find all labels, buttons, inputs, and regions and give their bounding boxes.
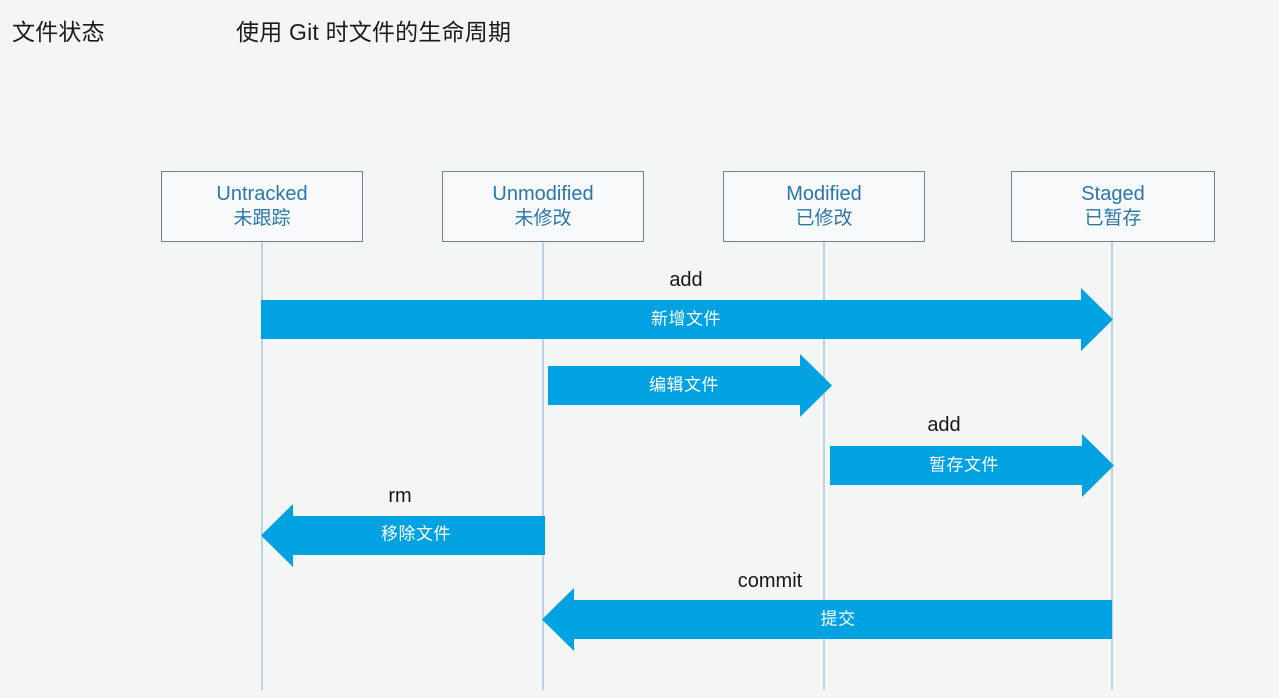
transition-command-add-stage-file: add (927, 414, 961, 436)
transition-command-commit: commit (737, 570, 803, 592)
transition-label-commit: 提交 (820, 609, 856, 629)
file-state-label: 文件状态 (12, 19, 105, 45)
actor-label-zh: 已修改 (795, 208, 853, 229)
actor-label-en: Unmodified (492, 183, 594, 205)
transition-arrow-add-new-file (261, 288, 1113, 351)
transition-label-add-stage-file: 暂存文件 (929, 455, 999, 475)
lifeline-untracked (261, 241, 263, 690)
transition-command-add-new-file: add (669, 269, 703, 291)
transition-arrow-edit-file (548, 354, 832, 417)
actor-label-zh: 未修改 (514, 208, 572, 229)
actor-box-staged[interactable]: Staged 已暂存 (1011, 171, 1215, 242)
transition-label-add-new-file: 新增文件 (651, 309, 721, 329)
lifeline-unmodified (542, 241, 544, 690)
lifeline-modified (823, 241, 825, 690)
actor-box-untracked[interactable]: Untracked 未跟踪 (161, 171, 363, 242)
actor-label-en: Untracked (216, 183, 308, 205)
actor-label-en: Modified (786, 183, 862, 205)
actor-box-modified[interactable]: Modified 已修改 (723, 171, 925, 242)
actor-label-en: Staged (1081, 183, 1145, 205)
transition-label-edit-file: 编辑文件 (649, 375, 719, 395)
transition-label-rm-remove-file: 移除文件 (381, 524, 451, 544)
transition-arrow-add-stage-file (830, 434, 1114, 497)
diagram-title: 使用 Git 时文件的生命周期 (236, 19, 512, 45)
transition-command-rm-remove-file: rm (388, 485, 412, 507)
actor-label-zh: 已暂存 (1084, 208, 1142, 229)
actor-label-zh: 未跟踪 (233, 208, 291, 229)
transition-arrow-commit (542, 588, 1112, 651)
actor-box-unmodified[interactable]: Unmodified 未修改 (442, 171, 644, 242)
transition-arrow-rm-remove-file (261, 504, 545, 567)
